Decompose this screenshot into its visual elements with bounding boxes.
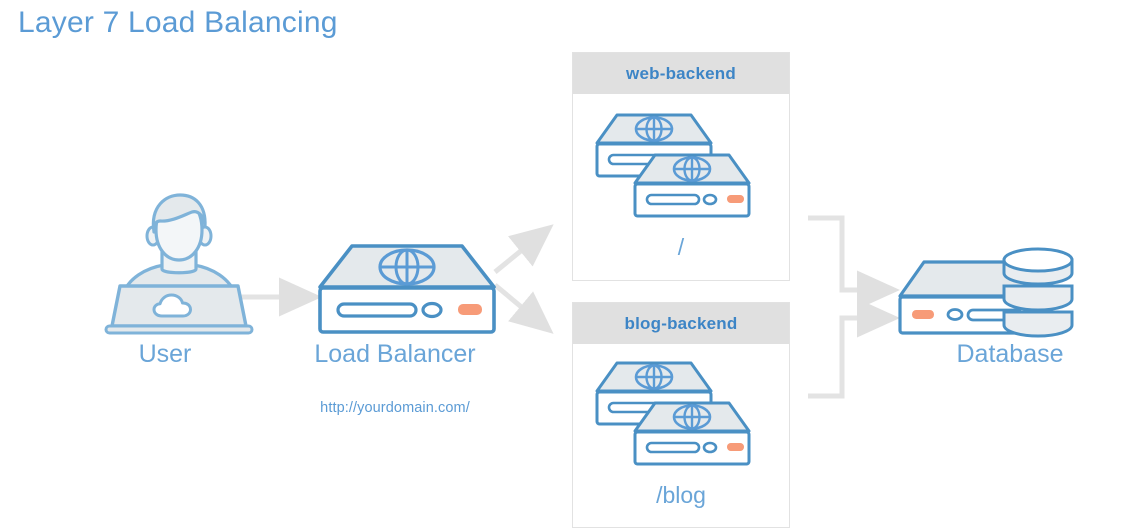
arrow-loadbalancer-to-blog-backend <box>493 283 554 334</box>
arrow-loadbalancer-to-web-backend <box>493 224 554 274</box>
arrow-web-backend-to-database <box>808 215 900 310</box>
server-globe-icon <box>633 153 751 218</box>
backend-panel-web: web-backend <box>572 52 790 281</box>
backend-path-blog: /blog <box>656 482 706 508</box>
backend-body-web: / <box>573 94 789 280</box>
page-title: Layer 7 Load Balancing <box>18 6 338 39</box>
backend-header-web: web-backend <box>573 53 789 94</box>
server-globe-icon <box>633 401 751 466</box>
user-label: User <box>138 340 192 368</box>
backend-body-blog: /blog <box>573 344 789 527</box>
database-disc-stack <box>1002 247 1074 338</box>
backend-header-blog: blog-backend <box>573 303 789 344</box>
database-label: Database <box>956 340 1064 368</box>
load-balancer-server-globe-icon <box>318 244 496 334</box>
load-balancer-label: Load Balancer <box>314 340 476 368</box>
database-cylinder-icon <box>898 247 1074 338</box>
arrow-blog-backend-to-database <box>808 298 900 399</box>
user-laptop-icon <box>104 193 254 335</box>
backend-panel-blog: blog-backend <box>572 302 790 528</box>
load-balancer-url: http://yourdomain.com/ <box>320 400 470 416</box>
backend-path-web: / <box>677 234 685 260</box>
